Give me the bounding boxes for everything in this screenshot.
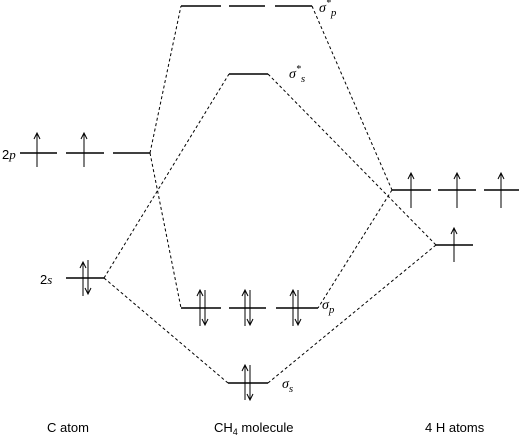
- corr-c2s-sigma-s-star: [103, 73, 230, 279]
- electron-up-arrow: [241, 288, 249, 326]
- corr-c2p-sigma-p: [149, 152, 182, 309]
- label-c-2p: 2p: [2, 147, 16, 162]
- corr-h-sigma-p-star: [311, 5, 393, 191]
- corr-c2p-sigma-p-star: [149, 5, 182, 154]
- caption-ch4-molecule: CH4 molecule: [214, 420, 293, 435]
- caption-h-atoms: 4 H atoms: [425, 420, 485, 435]
- electron-up-arrow: [196, 288, 204, 326]
- h-1s-level-lower: [436, 226, 473, 262]
- correlation-lines: [103, 5, 437, 384]
- electron-down-arrow: [246, 365, 254, 402]
- electron-up-arrow: [289, 288, 297, 326]
- label-sigma-p: σp: [322, 298, 335, 316]
- corr-h-sigma-s-star: [267, 73, 437, 246]
- electron-up-arrow: [497, 171, 505, 208]
- sigma-p-level: [181, 288, 318, 327]
- electron-up-arrow: [79, 260, 87, 296]
- electron-down-arrow: [201, 290, 209, 327]
- c-2s-level: [66, 260, 104, 296]
- corr-h-sigma-p: [317, 189, 393, 309]
- caption-c-atom: C atom: [47, 420, 89, 435]
- electron-up-arrow: [450, 226, 458, 262]
- electron-up-arrow: [453, 171, 461, 208]
- label-c-2s: 2s: [40, 272, 52, 287]
- corr-c2s-sigma-s: [103, 277, 229, 384]
- label-sigma-p-star: σ*p: [319, 0, 337, 19]
- electron-up-arrow: [33, 131, 41, 167]
- electron-up-arrow: [241, 363, 249, 400]
- electron-down-arrow: [246, 290, 254, 327]
- electron-down-arrow: [294, 290, 302, 327]
- label-sigma-s-star: σ*s: [289, 64, 305, 85]
- electron-up-arrow: [80, 131, 88, 167]
- c-2p-level: [20, 131, 150, 167]
- sigma-s-level: [228, 363, 268, 402]
- electron-up-arrow: [407, 171, 415, 208]
- electron-down-arrow: [84, 260, 92, 296]
- label-sigma-s: σs: [282, 377, 293, 395]
- h-1s-level-upper: [392, 171, 519, 208]
